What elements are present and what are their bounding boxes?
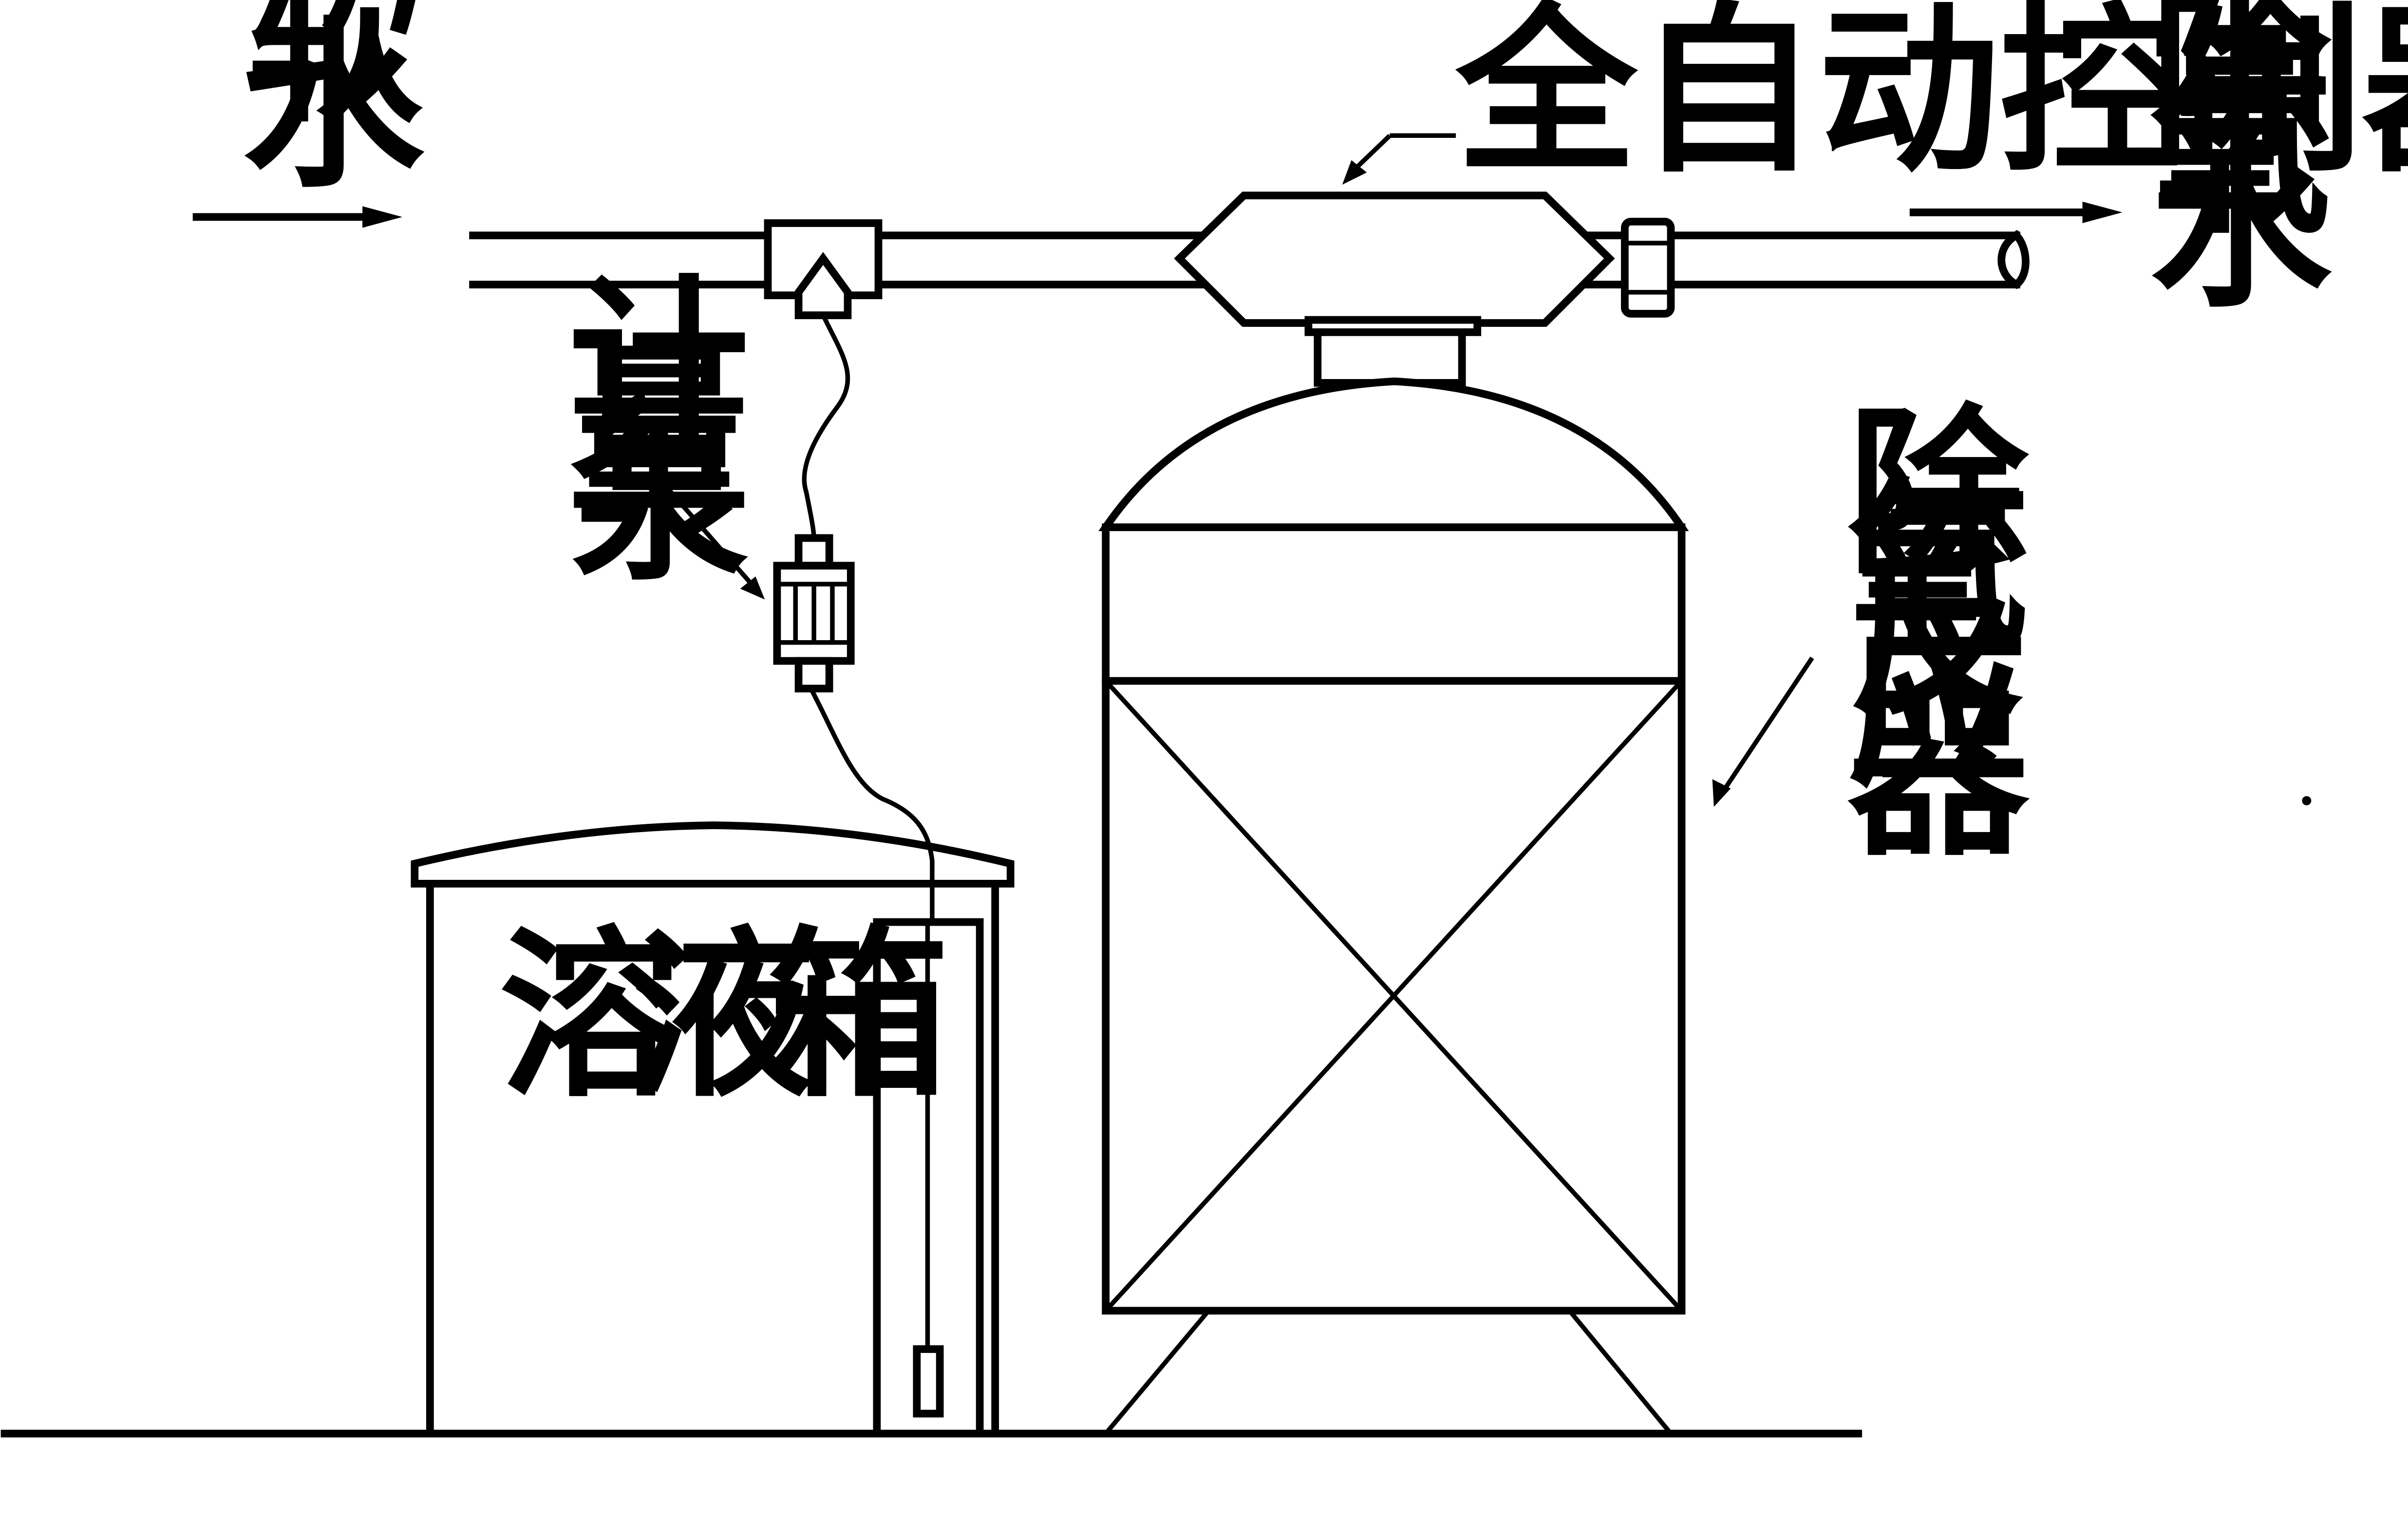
tee-fitting: [764, 219, 883, 320]
label-reactor-1: 除: [1847, 388, 2032, 599]
reactor-leader: [1712, 656, 1814, 807]
main-pipe: [469, 230, 2030, 289]
dosing-tube-upper: [802, 314, 850, 538]
label-deox-water-2: 氧: [2150, 47, 2331, 258]
deoxygenation-reactor: [1098, 377, 1689, 1435]
label-reactor-5: 器: [1847, 669, 2032, 880]
pipe-flange: [1621, 217, 1675, 318]
solution-tank: [411, 821, 1015, 1438]
label-reactor-4: 应: [1847, 600, 2029, 811]
label-soft-water-1: 软: [243, 0, 424, 148]
pump-leader: [655, 475, 765, 600]
label-soft-water-2: 水: [243, 1, 427, 212]
label-tank-3: 箱: [768, 911, 949, 1121]
label-pump-2: 量: [568, 327, 750, 538]
label-pump-3: 泵: [568, 395, 750, 606]
label-reactor-3: 反: [1847, 530, 2029, 741]
inflow-arrow: [192, 206, 403, 228]
speck-mark: [2302, 796, 2312, 806]
label-controller: 全自动控制器: [1453, 0, 2408, 197]
controller-leader: [1342, 133, 1456, 185]
outflow-arrow: [1909, 201, 2123, 224]
metering-pump: [773, 534, 855, 693]
label-pump-1: 计: [568, 259, 750, 470]
label-deox-water-1: 除: [2150, 0, 2334, 185]
label-tank-2: 液: [633, 911, 814, 1121]
label-deox-water-3: 水: [2150, 121, 2334, 332]
automatic-controller: [1174, 191, 1615, 387]
label-tank-1: 溶: [499, 911, 680, 1121]
label-reactor-2: 氧: [1847, 459, 2029, 670]
dosing-tube-lower: [809, 687, 935, 922]
